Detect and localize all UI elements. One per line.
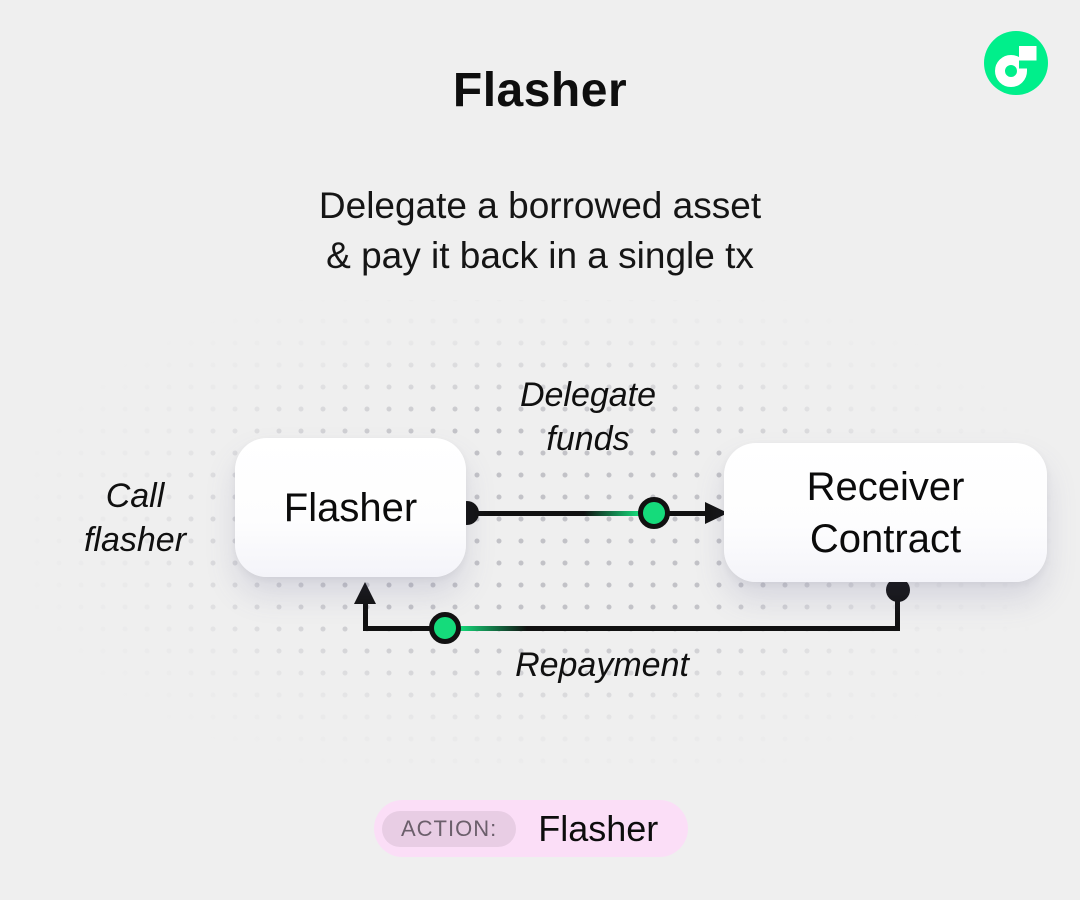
receiver-contract-node: Receiver Contract: [724, 443, 1047, 582]
delegate-arrowhead-icon: [705, 502, 728, 524]
receiver-node-label: Receiver Contract: [806, 464, 965, 561]
repayment-edge-vertical-left: [362, 600, 368, 630]
delegate-token-dot: [638, 497, 670, 529]
action-chip: ACTION:: [382, 810, 517, 847]
repayment-label: Repayment: [515, 646, 689, 684]
delegate-token-trail: [584, 510, 639, 516]
page-title: Flasher: [452, 64, 628, 117]
repayment-token-trail: [459, 625, 527, 631]
repayment-edge-vertical-right: [894, 588, 900, 630]
repayment-edge-horizontal: [362, 625, 900, 631]
action-value: Flasher: [538, 807, 659, 849]
action-chip-label: ACTION:: [401, 815, 498, 841]
flasher-node: Flasher: [235, 438, 466, 577]
call-flasher-label: Call flasher: [83, 477, 187, 559]
repayment-token-dot: [429, 611, 461, 644]
delegate-funds-label: Delegate funds: [519, 376, 657, 458]
subtitle-line-2: & pay it back in a single tx: [326, 235, 754, 276]
action-badge: ACTION: Flasher: [374, 800, 689, 857]
subtitle-line-1: Delegate a borrowed asset: [318, 185, 762, 226]
flow-logo-icon: [984, 31, 1048, 95]
repayment-arrowhead-icon: [354, 582, 376, 604]
flasher-node-label: Flasher: [283, 485, 418, 530]
page-subtitle: Delegate a borrowed asset & pay it back …: [0, 181, 1080, 281]
